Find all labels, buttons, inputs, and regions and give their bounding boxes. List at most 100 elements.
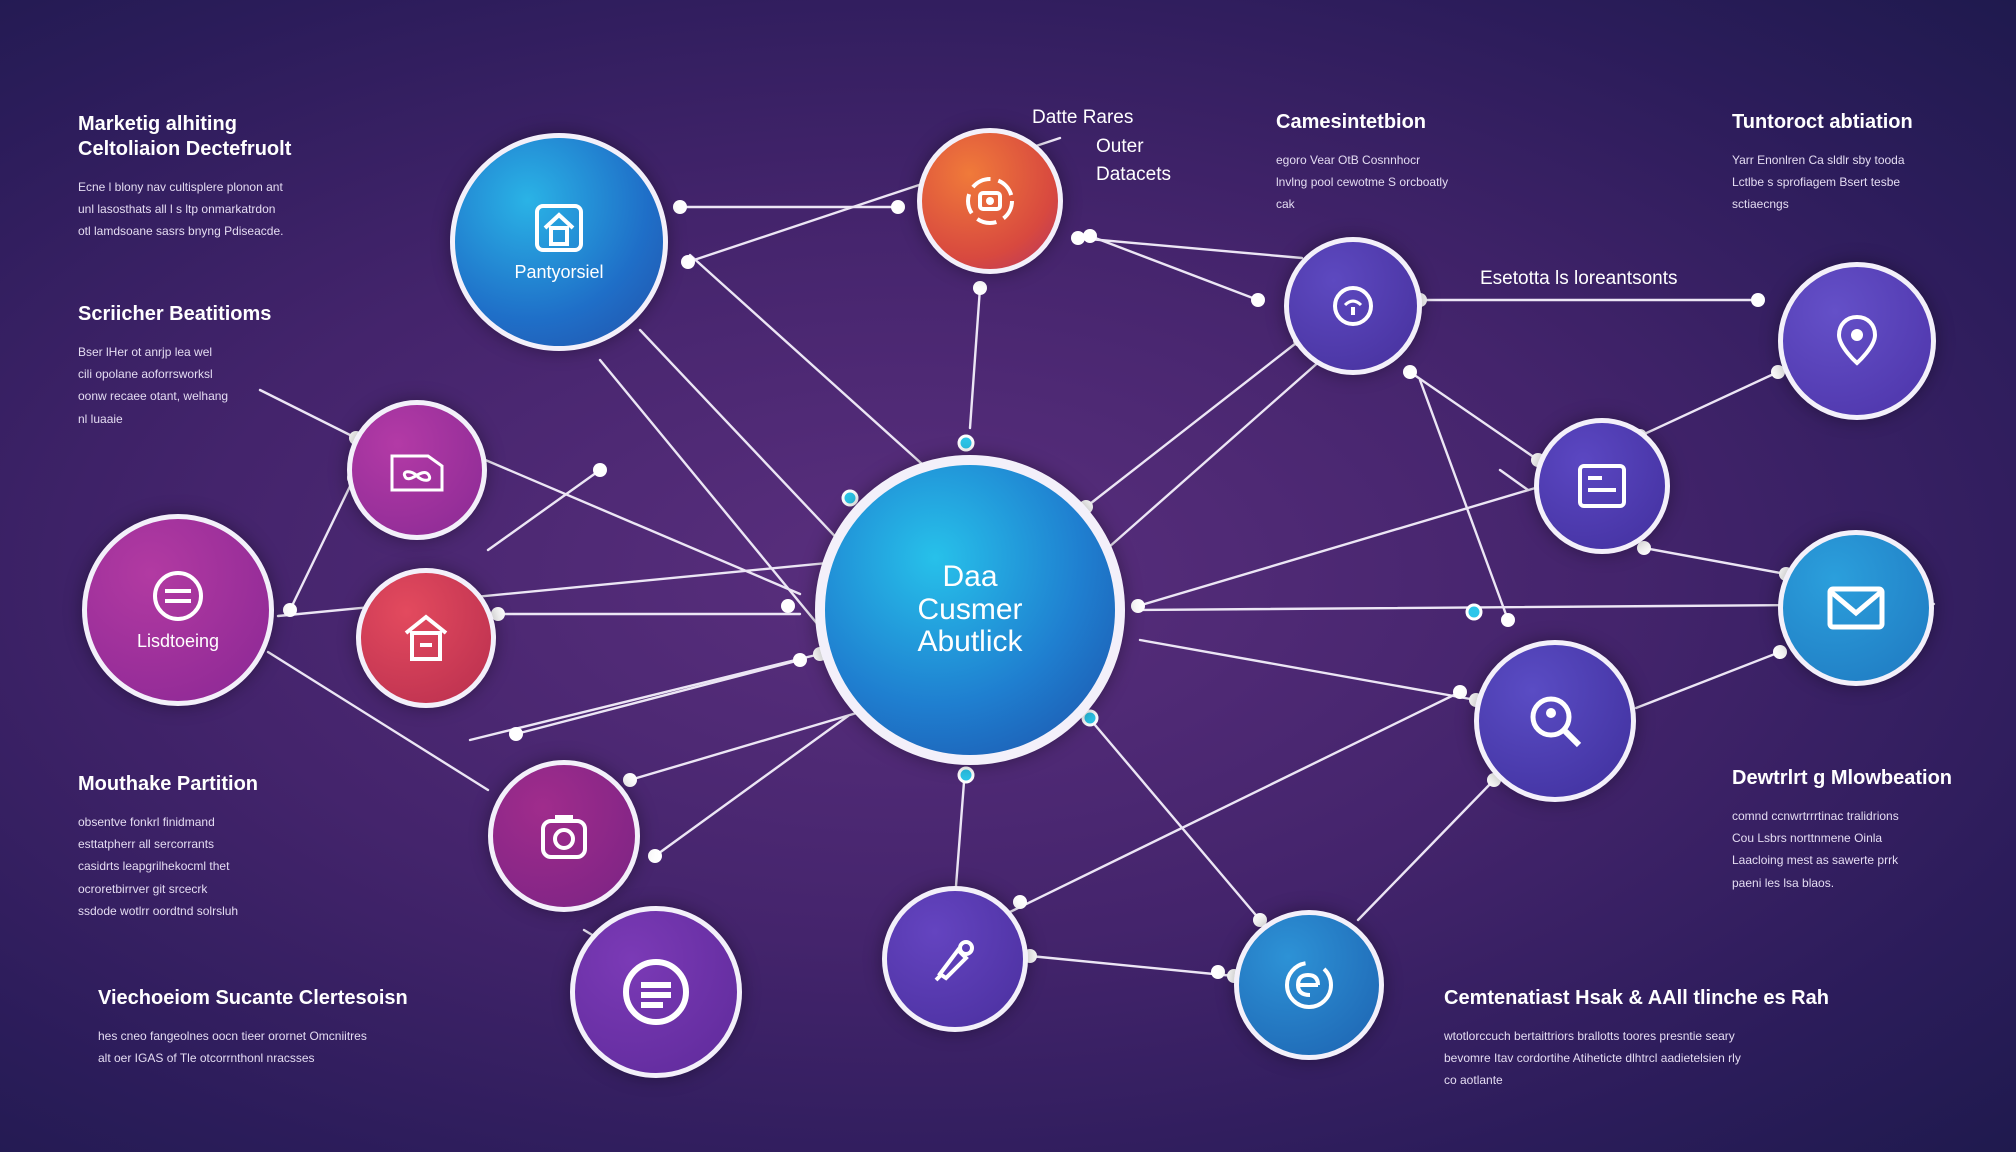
building-icon bbox=[404, 614, 448, 661]
connector-dot-21 bbox=[283, 603, 297, 617]
circuit-target-icon bbox=[966, 177, 1014, 225]
connector-dot-19 bbox=[1501, 613, 1515, 627]
connector-line-24 bbox=[514, 658, 802, 736]
video-body-1: hes cneo fangeolnes oocn tieer orornet O… bbox=[98, 1029, 367, 1043]
connector-dot-4 bbox=[1083, 229, 1097, 243]
pen-node[interactable] bbox=[882, 886, 1028, 1032]
link-node[interactable] bbox=[347, 400, 487, 540]
scheduler-block: Scriicher Beatitioms Bser lHer ot anrjp … bbox=[78, 302, 271, 430]
connector-line-16 bbox=[1136, 484, 1544, 608]
data-node[interactable] bbox=[917, 128, 1063, 274]
stack-icon bbox=[623, 959, 689, 1025]
connector-dot-3 bbox=[681, 255, 695, 269]
listening-label: Lisdtoeing bbox=[136, 630, 220, 651]
connector-line-27 bbox=[266, 650, 490, 792]
marketing-title-2: Celtoliaion Dectefruolt bbox=[78, 138, 292, 160]
centralized-body-2: bevomre Itav cordortihe Atiheticte dlhtr… bbox=[1444, 1051, 1741, 1066]
archive-node[interactable] bbox=[570, 906, 742, 1078]
connector-line-12 bbox=[1408, 370, 1540, 462]
multiple-title: Mouthake Partition bbox=[78, 773, 259, 795]
video-body-2: alt oer IGAS of Tle otcorrnthonl nracsse… bbox=[98, 1051, 315, 1066]
communication-node[interactable] bbox=[1284, 237, 1422, 375]
tutorial-title: Tuntoroct abtiation bbox=[1732, 111, 1913, 133]
connector-line-7 bbox=[638, 328, 848, 550]
pen-tool-icon bbox=[934, 940, 974, 982]
communication-body-2: lnvlng pool cewotme S orcboatly bbox=[1276, 175, 1449, 190]
connector-line-18 bbox=[1138, 638, 1478, 702]
building-node[interactable] bbox=[356, 568, 496, 708]
connector-line-29 bbox=[653, 714, 850, 858]
bubble-icon bbox=[1333, 286, 1373, 326]
centralized-title: Cemtenatiast Hsak & AAll tlinche es Rah bbox=[1444, 987, 1829, 1009]
hub-node[interactable]: Daa Cusmer Abutlick bbox=[815, 455, 1125, 765]
multiple-body-5: ssdode wotlrr oordtnd solrsluh bbox=[78, 903, 239, 918]
search-node[interactable] bbox=[1474, 640, 1636, 802]
connector-line-34 bbox=[1356, 778, 1496, 922]
tutorial-body-3: sctiaecngs bbox=[1732, 197, 1789, 212]
multiple-body-1: obsentve fonkrl finidmand bbox=[78, 815, 215, 829]
multiple-body-3: casidrts leapgrilhekocml thet bbox=[78, 859, 230, 874]
connector-line-10 bbox=[1084, 338, 1302, 509]
connector-line-19 bbox=[486, 468, 602, 552]
connector-dot-25 bbox=[509, 727, 523, 741]
video-title: Viechoeiom Sucante Clertesoisn bbox=[98, 987, 408, 1009]
camera-node[interactable] bbox=[488, 760, 640, 912]
centralized-body-3: co aotlante bbox=[1444, 1073, 1503, 1088]
connector-line-14 bbox=[1638, 370, 1780, 438]
marketing-body-2: unl lasosthats all l s ltp onmarkatrdon bbox=[78, 202, 276, 217]
data-outer-label: Datte Rares Outer Datacets bbox=[1032, 104, 1171, 190]
development-body-4: paeni les lsa blaos. bbox=[1732, 875, 1835, 890]
multiple-body-4: ocroretbirrver git srcecrk bbox=[78, 881, 208, 896]
communication-block: Camesintetbion egoro Vear OtB Cosnnhocr … bbox=[1276, 110, 1448, 216]
development-title: Dewtrlrt g Mlowbeation bbox=[1732, 767, 1952, 789]
connector-dot-31 bbox=[1253, 913, 1267, 927]
connector-line-31 bbox=[1028, 954, 1236, 978]
connector-dot-27 bbox=[648, 849, 662, 863]
connector-dot-7 bbox=[1751, 293, 1765, 307]
tutorial-node[interactable] bbox=[1778, 262, 1936, 420]
development-body-3: Laacloing mest as sawerte prrk bbox=[1732, 853, 1899, 868]
development-body-1: comnd ccnwrtrrrtinac tralidrions bbox=[1732, 809, 1899, 823]
development-body-2: Cou Lsbrs norttnmene Oinla bbox=[1732, 831, 1883, 846]
connector-dot-14 bbox=[1771, 365, 1785, 379]
connector-line-3 bbox=[1088, 234, 1260, 302]
connector-dot-5 bbox=[1251, 293, 1265, 307]
development-block: Dewtrlrt g Mlowbeation comnd ccnwrtrrrti… bbox=[1732, 766, 1952, 894]
connector-line-35 bbox=[1634, 650, 1782, 710]
connector-dot-35 bbox=[781, 599, 795, 613]
connector-line-13 bbox=[1418, 378, 1510, 622]
connector-line-25 bbox=[468, 652, 822, 742]
segment-label: Esetotta ls loreantsonts bbox=[1480, 268, 1678, 289]
listening-node[interactable]: Lisdtoeing bbox=[82, 514, 274, 706]
connector-line-37 bbox=[1498, 468, 1530, 492]
marketing-body-1: Ecne l blony nav cultisplere plonon ant bbox=[78, 180, 283, 194]
multiple-body-2: esttatpherr all sercorrants bbox=[78, 837, 215, 852]
tutorial-block: Tuntoroct abtiation Yarr Enonlren Ca sld… bbox=[1732, 110, 1913, 216]
connector-dot-cyan-4 bbox=[841, 489, 859, 507]
hub-line-3: Abutlick bbox=[917, 625, 1023, 659]
marketing-body-3: otl lamdsoane sasrs bnyng Pdiseacde. bbox=[78, 224, 284, 239]
centralized-body-1: wtotlorccuch bertaittriors brallotts too… bbox=[1444, 1029, 1735, 1043]
connector-line-36 bbox=[258, 388, 358, 440]
connector-dot-8 bbox=[973, 281, 987, 295]
communication-body-1: egoro Vear OtB Cosnnhocr bbox=[1276, 153, 1421, 167]
multiple-block: Mouthake Partition obsentve fonkrl finid… bbox=[78, 772, 258, 922]
connector-dot-26 bbox=[623, 773, 637, 787]
connector-line-22 bbox=[474, 454, 802, 596]
mail-node[interactable] bbox=[1778, 530, 1934, 686]
connector-line-5 bbox=[968, 286, 982, 430]
refresh-node[interactable] bbox=[1234, 910, 1384, 1060]
connector-dot-43 bbox=[1013, 895, 1027, 909]
connector-dot-cyan-1 bbox=[957, 434, 975, 452]
connector-line-32 bbox=[1008, 690, 1462, 914]
connector-line-15 bbox=[1642, 546, 1788, 576]
partnership-node[interactable]: Pantyorsiel bbox=[450, 133, 668, 351]
envelope-icon bbox=[1827, 586, 1885, 630]
connector-dot-33 bbox=[1773, 645, 1787, 659]
data-outer-line-2: Outer bbox=[1096, 135, 1144, 157]
panel-node[interactable] bbox=[1534, 418, 1670, 554]
connector-line-6 bbox=[1076, 236, 1304, 260]
communication-title: Camesintetbion bbox=[1276, 111, 1427, 133]
connector-dot-1 bbox=[673, 200, 687, 214]
location-pin-icon bbox=[1836, 314, 1878, 366]
